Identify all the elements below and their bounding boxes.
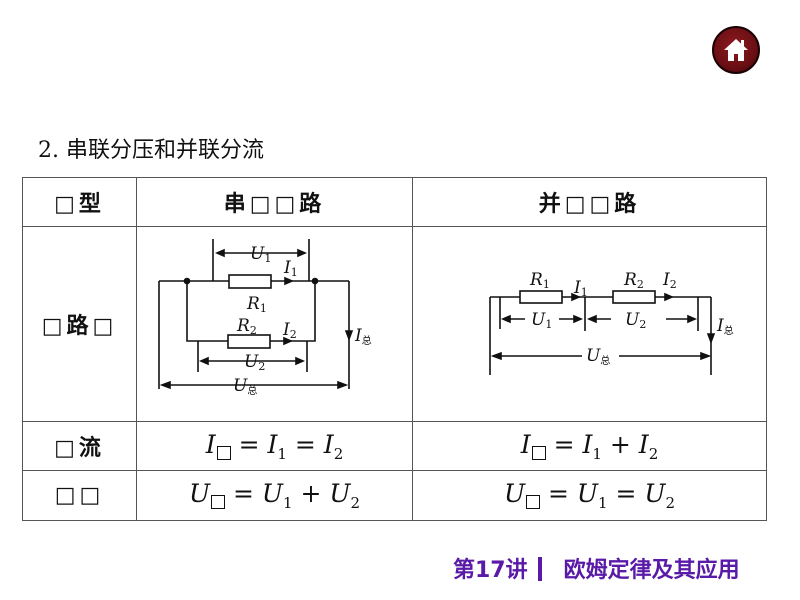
home-button[interactable] [712, 26, 760, 74]
junction-left [183, 277, 191, 285]
series-current-formula: I = I1 = I2 [136, 421, 413, 471]
header-type: □型 [22, 177, 137, 227]
parallel-current-formula: I = I1 + I2 [412, 421, 767, 471]
junction-right [311, 277, 319, 285]
placeholder-box [211, 495, 226, 509]
label-i1: I1 [283, 258, 298, 279]
u-arrows [500, 314, 698, 324]
label-itot: I总 [354, 326, 372, 347]
placeholder-box [216, 445, 231, 460]
i1-arrow [284, 276, 295, 286]
lecture-number: 第17讲 [453, 558, 528, 583]
u1-arrows [214, 248, 308, 258]
row-label-current: □流 [22, 421, 137, 471]
utot-arrows [159, 380, 349, 390]
series-voltage-formula: U = U1 + U2 [136, 470, 413, 521]
u1-span [212, 239, 310, 281]
label-u2: U2 [244, 352, 265, 373]
lecture-topic: 欧姆定律及其应用 [563, 558, 740, 583]
section-title: 2. 串联分压和并联分流 [38, 138, 264, 163]
label-itot: I总 [716, 316, 734, 337]
u2-span [197, 341, 308, 372]
table-header-row: □型 串□□路 并□□路 [22, 177, 767, 227]
label-r1: R1 [246, 294, 267, 315]
series-circuit-diagram: U1 I1 R1 R2 I2 U2 I总 U总 [158, 239, 372, 397]
label-utot: U总 [586, 346, 610, 367]
header-parallel: 并□□路 [412, 177, 767, 227]
footer-banner: 第17讲 欧姆定律及其应用 [453, 552, 740, 584]
resistor-r2 [227, 334, 271, 349]
label-u1: U1 [531, 310, 552, 331]
footer-divider [537, 557, 542, 581]
resistor-r1 [519, 290, 563, 304]
parallel-voltage-formula: U = U1 = U2 [412, 470, 767, 521]
resistor-r1 [228, 274, 272, 289]
label-i2: I2 [662, 270, 677, 291]
placeholder-box [531, 445, 546, 460]
measure-ticks [499, 297, 699, 331]
placeholder-box [526, 495, 541, 509]
itot-arrow [344, 330, 354, 342]
label-r2: R2 [236, 316, 257, 337]
label-u1: U1 [250, 244, 271, 265]
parallel-circuit-diagram: R1 I1 R2 I2 U1 U2 I总 U总 [489, 270, 734, 375]
header-series: 串□□路 [136, 177, 413, 227]
label-u2: U2 [625, 310, 646, 331]
series-diagram-cell: U1 I1 R1 R2 I2 U2 I总 U总 [136, 226, 413, 422]
row-label-diagram: □路□ [22, 226, 137, 422]
table-row-current: □流 I = I1 = I2 I = I1 + I2 [22, 421, 767, 471]
utot-arrows [490, 351, 712, 361]
label-r2: R2 [623, 270, 644, 291]
parallel-diagram-cell: R1 I1 R2 I2 U1 U2 I总 U总 [412, 226, 767, 422]
label-i1: I1 [573, 278, 588, 299]
comparison-table: □型 串□□路 并□□路 □路□ [22, 177, 767, 521]
i2-arrow [283, 336, 294, 346]
table-row-diagram: □路□ [22, 226, 767, 422]
itot-arrow [706, 333, 716, 345]
label-i2: I2 [282, 320, 297, 341]
table-row-voltage: □□ U = U1 + U2 U = U1 = U2 [22, 470, 767, 521]
row-label-voltage: □□ [22, 470, 137, 521]
resistor-r2 [612, 290, 656, 304]
current-arrows [571, 292, 675, 302]
label-utot: U总 [233, 376, 257, 397]
home-icon [724, 39, 748, 61]
u2-arrows [198, 356, 306, 366]
label-r1: R1 [529, 270, 550, 291]
